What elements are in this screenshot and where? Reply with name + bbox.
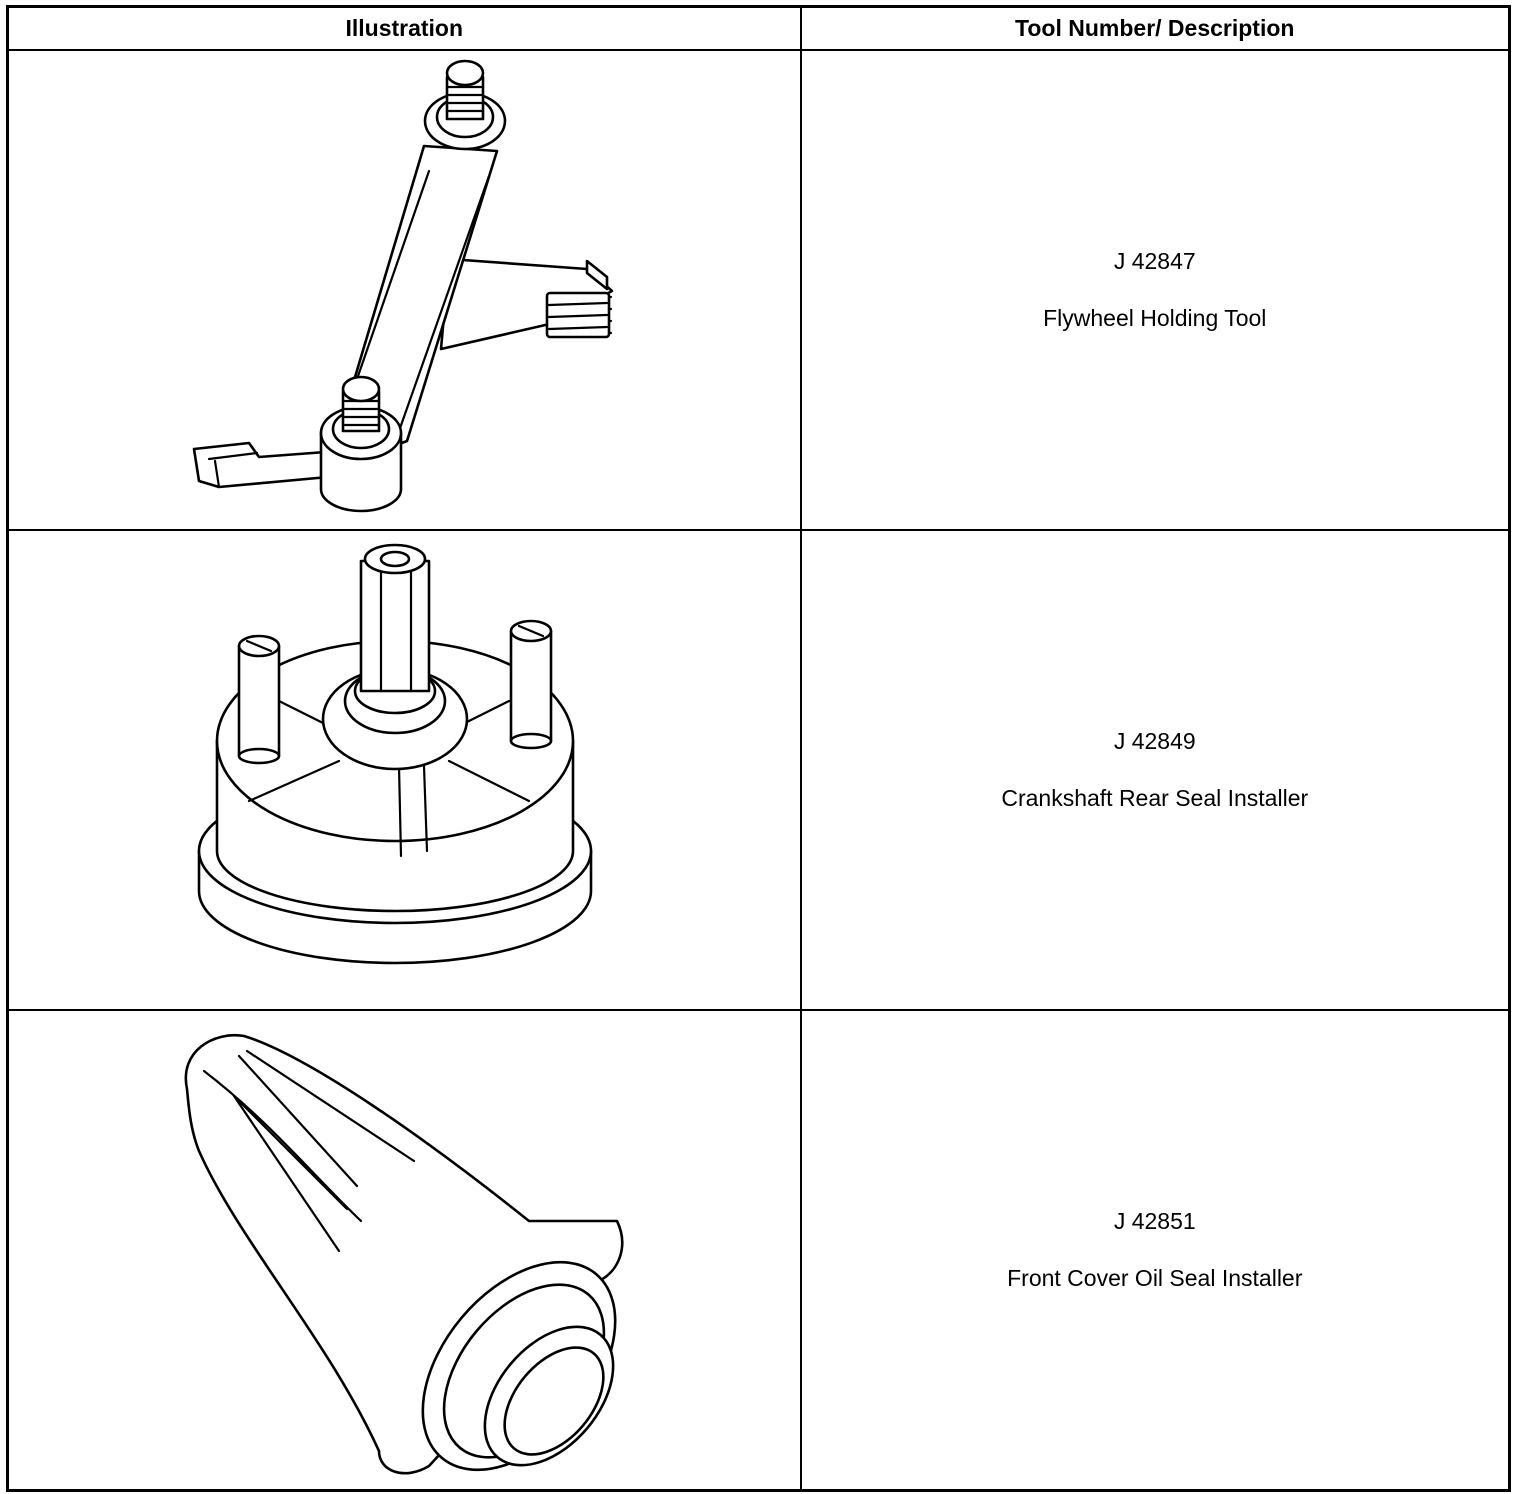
header-illustration: Illustration — [6, 5, 802, 51]
tool-number: J 42847 — [1113, 248, 1196, 274]
tool-number: J 42849 — [1113, 728, 1196, 754]
header-tool-number-description: Tool Number/ Description — [799, 5, 1511, 51]
illustration-cell — [6, 1009, 802, 1492]
tool-description: Crankshaft Rear Seal Installer — [1001, 785, 1309, 811]
tool-description-cell: J 42849 Crankshaft Rear Seal Installer — [799, 529, 1511, 1011]
table-row: J 42851 Front Cover Oil Seal Installer — [6, 1009, 1511, 1492]
table-row: J 42849 Crankshaft Rear Seal Installer — [6, 529, 1511, 1011]
tool-table: Illustration Tool Number/ Description — [6, 5, 1511, 1492]
front-cover-oil-seal-installer-icon — [184, 1033, 624, 1475]
crankshaft-rear-seal-installer-icon — [197, 543, 593, 965]
table-header-row: Illustration Tool Number/ Description — [6, 5, 1511, 51]
table-row: J 42847 Flywheel Holding Tool — [6, 49, 1511, 531]
tool-description-cell: J 42851 Front Cover Oil Seal Installer — [799, 1009, 1511, 1492]
illustration-cell — [6, 49, 802, 531]
tool-description-cell: J 42847 Flywheel Holding Tool — [799, 49, 1511, 531]
tool-number: J 42851 — [1113, 1208, 1196, 1234]
tool-description: Flywheel Holding Tool — [1043, 305, 1267, 331]
tool-description: Front Cover Oil Seal Installer — [1007, 1265, 1303, 1291]
illustration-cell — [6, 529, 802, 1011]
flywheel-holding-tool-icon — [192, 59, 614, 513]
